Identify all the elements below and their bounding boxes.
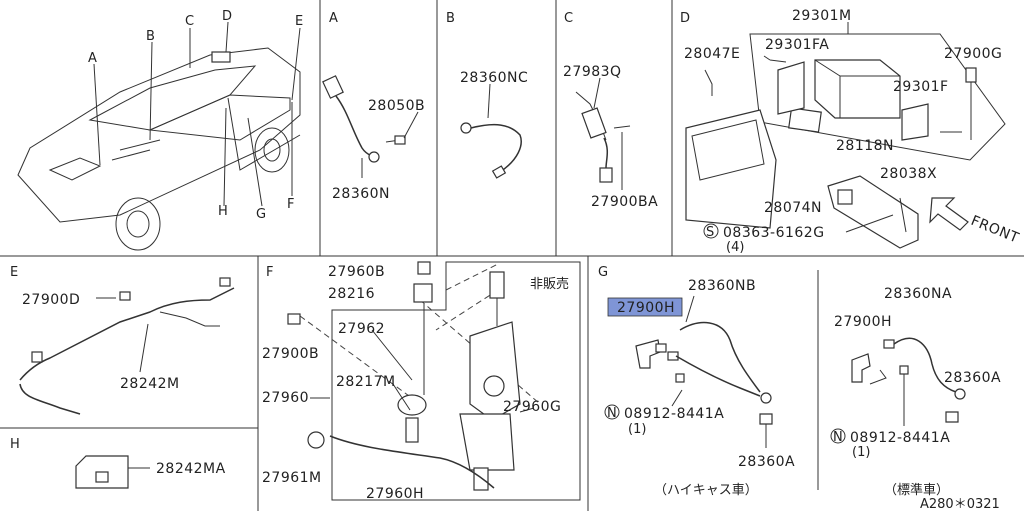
callout-c: C: [185, 14, 194, 29]
part-label-28242m: 28242M: [120, 376, 180, 392]
section-label-g: G: [598, 265, 608, 280]
part-label-28074n: 28074N: [764, 200, 822, 216]
part-qty-08363-6162g: (4): [726, 240, 744, 255]
caption-high-cas: （ハイキャス車）: [654, 483, 758, 498]
part-label-27983q: 27983Q: [563, 64, 622, 80]
part-label-28360n: 28360N: [332, 186, 390, 202]
callout-a: A: [88, 51, 97, 66]
panel-f-drawing: [287, 261, 581, 501]
part-label-27900d: 27900D: [22, 292, 80, 308]
section-label-d: D: [680, 11, 690, 26]
callout-h: H: [218, 204, 228, 219]
s-marker-letter: S: [706, 225, 714, 240]
part-label-27960h: 27960H: [366, 486, 424, 502]
panel-a-drawing: [322, 75, 419, 178]
part-label-28360a-standard: 28360A: [944, 370, 1001, 386]
section-label-c: C: [564, 11, 573, 26]
part-label-08912-8441a: 08912-8441A: [624, 406, 724, 422]
part-label-27900h-standard: 27900H: [834, 314, 892, 330]
part-label-08912-8441a-standard: 08912-8441A: [850, 430, 950, 446]
n-marker-letter: N: [607, 406, 617, 421]
part-label-28360na: 28360NA: [884, 286, 952, 302]
part-label-28050b: 28050B: [368, 98, 425, 114]
part-label-not-for-sale: 非販売: [530, 276, 569, 292]
part-label-29301f: 29301F: [893, 79, 949, 95]
part-label-28216: 28216: [328, 286, 375, 302]
section-label-h: H: [10, 437, 20, 452]
part-label-28217m: 28217M: [336, 374, 396, 390]
part-label-27900b: 27900B: [262, 346, 319, 362]
section-label-b: B: [446, 11, 455, 26]
s-marker-icon: [703, 223, 719, 239]
part-label-28118n: 28118N: [836, 138, 894, 154]
caption-standard: （標準車）: [884, 482, 949, 498]
part-label-28360nc: 28360NC: [460, 70, 528, 86]
overview-callouts: A B C D E F G H: [88, 9, 303, 222]
callout-b: B: [146, 29, 155, 44]
part-label-27962: 27962: [338, 321, 385, 337]
part-label-28047e: 28047E: [684, 46, 740, 62]
callout-e: E: [295, 14, 303, 29]
part-label-28360a: 28360A: [738, 454, 795, 470]
part-label-27960g: 27960G: [503, 399, 561, 415]
part-label-27900ba: 27900BA: [591, 194, 658, 210]
part-label-29301m: 29301M: [792, 8, 852, 24]
front-label: FRONT: [969, 213, 1022, 247]
section-label-e: E: [10, 265, 18, 280]
part-label-29301fa: 29301FA: [765, 37, 829, 53]
callout-g: G: [256, 207, 266, 222]
panel-c-drawing: [575, 77, 631, 190]
panel-d-drawing: [685, 22, 1006, 249]
part-label-27960b: 27960B: [328, 264, 385, 280]
part-label-27961m: 27961M: [262, 470, 322, 486]
part-label-28242ma: 28242MA: [156, 461, 226, 477]
n-marker-icon-standard: [830, 428, 846, 444]
n-marker-letter-standard: N: [833, 430, 843, 445]
callout-d: D: [222, 9, 232, 24]
diagram-code: A280＊0321: [920, 497, 1000, 511]
n-marker-icon: [604, 404, 620, 420]
panel-e-drawing: [19, 277, 235, 415]
panel-b-drawing: [460, 83, 522, 179]
panel-g-standard-drawing: [851, 337, 966, 426]
part-label-28038x: 28038X: [880, 166, 937, 182]
panel-g-drawing: [635, 295, 773, 448]
car-overview-illustration: [17, 47, 301, 251]
part-label-27960: 27960: [262, 390, 309, 406]
part-label-27900h-highlighted: 27900H: [617, 300, 675, 316]
part-label-28360nb: 28360NB: [688, 278, 756, 294]
part-label-27900g: 27900G: [944, 46, 1002, 62]
panel-h-drawing: [75, 455, 150, 489]
callout-f: F: [287, 197, 294, 212]
part-label-08363-6162g: 08363-6162G: [723, 225, 825, 241]
section-label-f: F: [266, 265, 273, 280]
part-qty-08912-8441a: (1): [628, 422, 646, 437]
section-label-a: A: [329, 11, 338, 26]
part-qty-08912-8441a-standard: (1): [852, 445, 870, 460]
highlight-27900h: [607, 297, 683, 317]
